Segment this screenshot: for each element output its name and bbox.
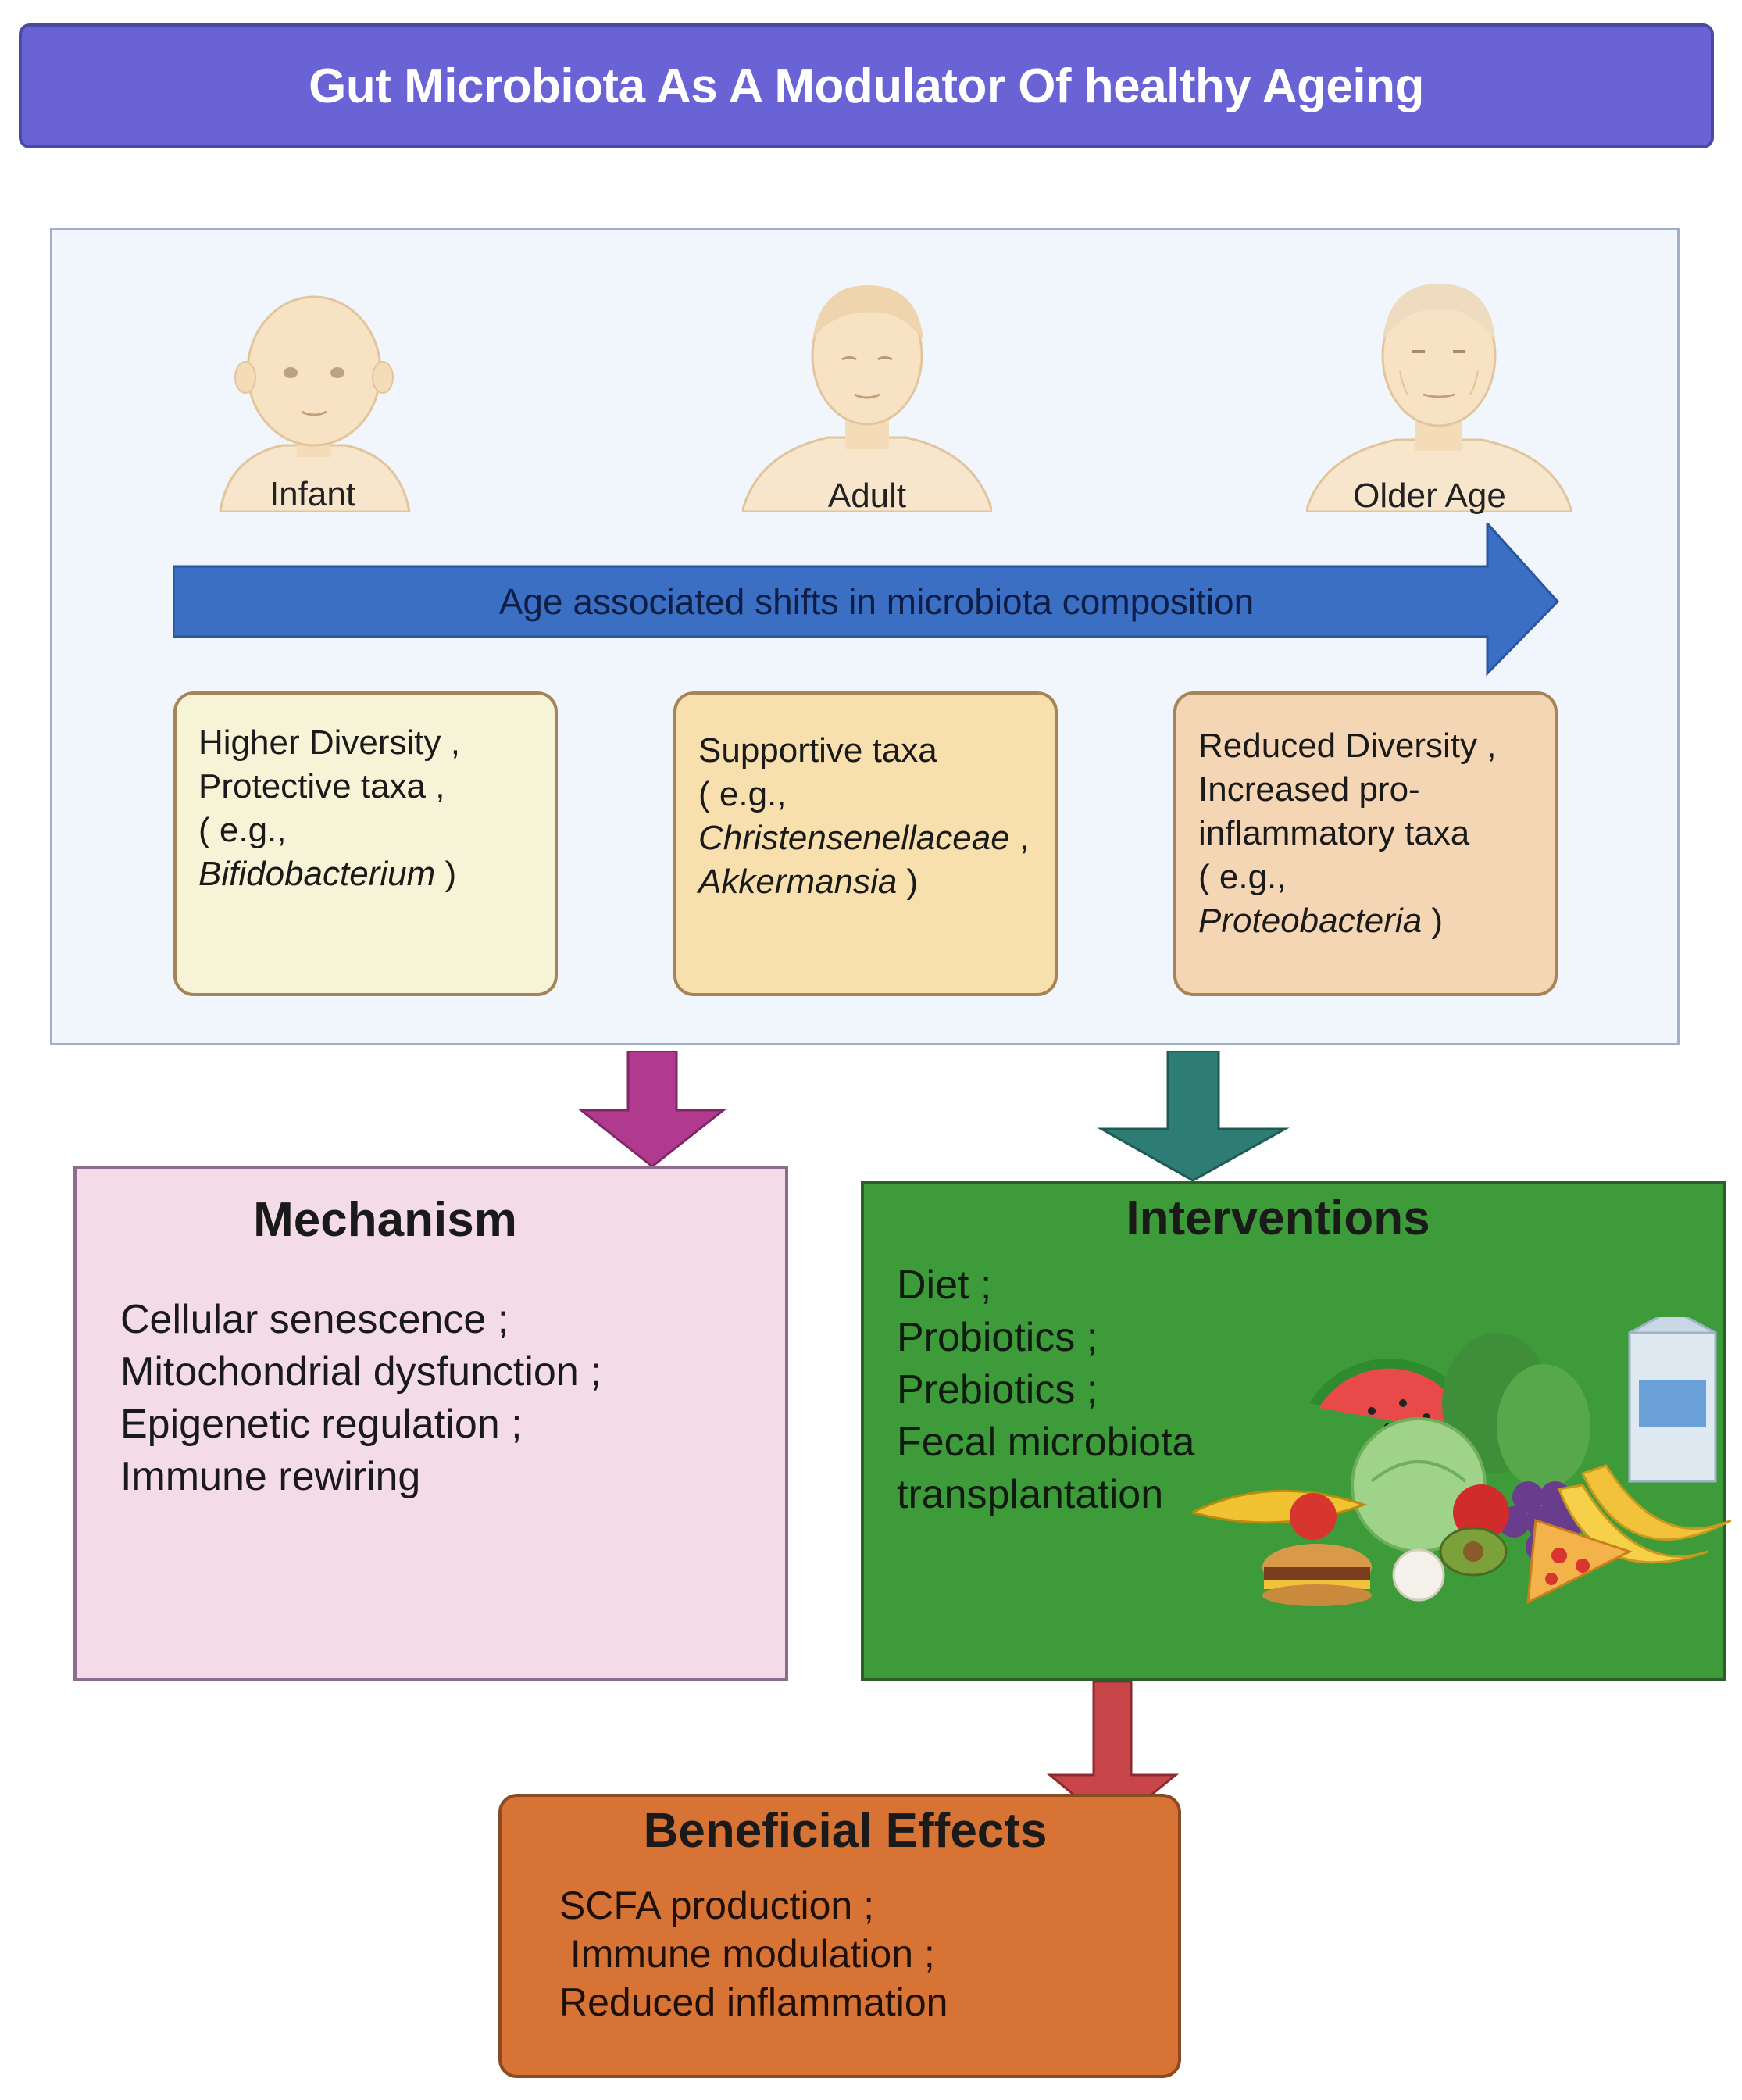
mechanism-title: Mechanism [253,1193,517,1247]
title-banner: Gut Microbiota As A Modulator Of healthy… [19,23,1714,148]
taxon-name: Christensenellaceae [698,819,1010,857]
infant-figure-icon [219,295,411,512]
age-progression-arrow [173,523,1560,677]
list-item: Cellular senescence ; [120,1297,509,1342]
healthy-food-illustration-icon [1192,1317,1731,1606]
mechanism-arrow [578,1051,727,1168]
closing-paren: ) [435,855,457,893]
interventions-arrow [1097,1051,1290,1182]
beneficial-effects-box: Beneficial Effects SCFA production ; Imm… [498,1794,1181,2078]
list-item: Immune rewiring [120,1454,421,1499]
stage-label-older-age: Older Age [1353,477,1506,515]
list-item: Probiotics ; [897,1315,1098,1360]
list-item: transplantation [897,1472,1164,1517]
older-taxa-line: inflammatory taxa [1198,814,1470,852]
list-item: Epigenetic regulation ; [120,1402,523,1447]
infant-taxa-example: Bifidobacterium ) [198,852,533,896]
adult-taxa-example: Christensenellaceae , [698,816,1033,860]
older-age-taxa-box: Reduced Diversity , Increased pro- infla… [1173,691,1558,996]
older-taxa-line: ( e.g., [1198,858,1287,896]
list-item: Prebiotics ; [897,1367,1098,1412]
beneficial-effects-list: SCFA production ; Immune modulation ; Re… [559,1881,948,2027]
adult-taxa-box: Supportive taxa ( e.g., Christensenellac… [673,691,1058,996]
stage-label-infant: Infant [269,475,356,513]
infant-taxa-line: Protective taxa , [198,767,445,805]
taxon-name: Bifidobacterium [198,855,436,893]
taxon-name: Akkermansia [698,862,898,901]
list-item: Reduced inflammation [559,1980,948,2024]
taxon-name: Proteobacteria [1198,902,1423,940]
list-item: Fecal microbiota [897,1420,1195,1465]
infant-taxa-box: Higher Diversity , Protective taxa , ( e… [173,691,558,996]
beneficial-effects-title: Beneficial Effects [643,1804,1048,1858]
adult-taxa-example: Akkermansia ) [698,860,1033,904]
older-taxa-line: Reduced Diversity , [1198,727,1497,765]
mechanism-list: Cellular senescence ; Mitochondrial dysf… [120,1294,601,1503]
list-item: Mitochondrial dysfunction ; [120,1349,601,1395]
closing-paren: ) [1422,902,1444,940]
infant-taxa-line: Higher Diversity , [198,723,460,762]
list-item: Diet ; [897,1262,992,1308]
list-item: SCFA production ; [559,1884,875,1927]
interventions-title: Interventions [1126,1191,1430,1245]
closing-paren: ) [897,862,919,901]
list-item: Immune modulation ; [559,1932,935,1976]
older-taxa-example: Proteobacteria ) [1198,899,1533,943]
infant-taxa-line: ( e.g., [198,811,287,849]
diagram-title: Gut Microbiota As A Modulator Of healthy… [309,59,1424,113]
older-taxa-line: Increased pro- [1198,770,1420,809]
age-arrow-label: Age associated shifts in microbiota comp… [498,581,1255,622]
stage-label-adult: Adult [827,477,907,515]
adult-figure-icon [742,285,992,512]
interventions-box: Interventions Diet ; Probiotics ; Prebio… [861,1181,1731,1681]
separator: , [1009,819,1030,857]
mechanism-box: Mechanism Cellular senescence ; Mitochon… [73,1166,788,1681]
adult-taxa-line: Supportive taxa [698,731,937,770]
adult-taxa-line: ( e.g., [698,775,787,813]
older-age-figure-icon [1306,284,1572,512]
interventions-list: Diet ; Probiotics ; Prebiotics ; Fecal m… [897,1259,1194,1521]
